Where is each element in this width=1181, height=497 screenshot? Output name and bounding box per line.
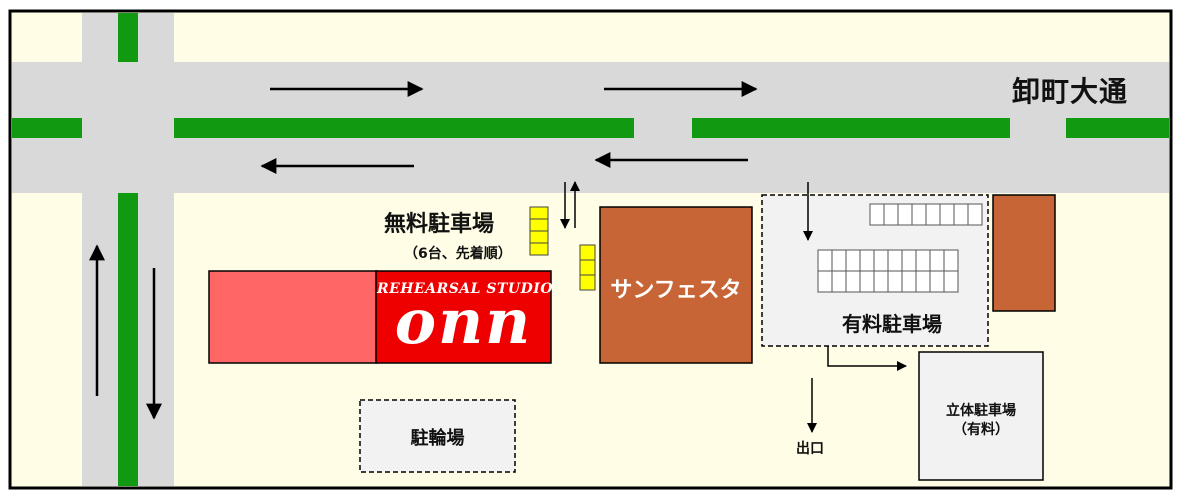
median-strip: [692, 118, 1010, 138]
tower-parking-note: （有料）: [953, 422, 1009, 438]
studio-logo-text: onn: [394, 285, 533, 358]
free-parking-slots: [529, 206, 596, 291]
tower-parking-label: 立体駐車場: [946, 403, 1016, 419]
free-parking-label: 無料駐車場: [384, 212, 495, 237]
paid-parking-label: 有料駐車場: [842, 312, 942, 336]
studio-building: [375, 270, 552, 364]
exit-label: 出口: [796, 441, 824, 457]
parking-stalls: [817, 203, 983, 293]
median-strip: [118, 193, 138, 486]
studio-subtitle: REHEARSAL STUDIO: [377, 281, 554, 297]
road-name-label: 卸町大通: [1012, 75, 1129, 108]
median-strip: [174, 118, 634, 138]
east-building: [992, 194, 1056, 312]
sunfesta-building: [599, 206, 753, 364]
arrow-exit-path-icon: [827, 346, 907, 371]
studio-annex: [208, 270, 378, 364]
tower-parking-building: [918, 351, 1044, 481]
map-frame: [8, 9, 1173, 490]
median-strip: [118, 13, 138, 62]
bike-parking-area: [359, 399, 516, 473]
building-name-label: サンフェスタ: [610, 278, 742, 303]
median-strip: [12, 118, 82, 138]
bike-parking-label: 駐輪場: [410, 428, 465, 449]
median-strip: [1066, 118, 1169, 138]
free-parking-note: （6台、先着順）: [404, 246, 512, 262]
